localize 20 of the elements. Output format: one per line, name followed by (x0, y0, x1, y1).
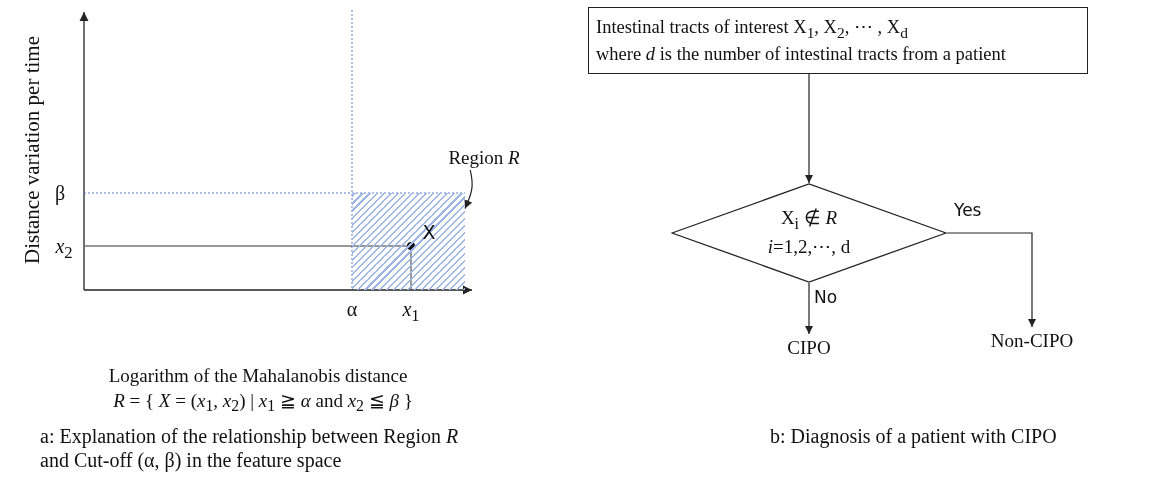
axis-title: Distance variation per time (20, 36, 46, 264)
axis-label: α (346, 297, 358, 321)
axis-label: x$_{1}$ (402, 296, 420, 326)
node-label: CIPO (787, 335, 831, 360)
process-box (588, 7, 1088, 74)
axis-label: β (54, 181, 66, 205)
node-label: Non-CIPO (990, 328, 1074, 353)
axis-title: Logarithm of the Mahalanobis distance (108, 364, 408, 388)
node-label: Region R (448, 145, 520, 170)
node-text: where d is the number of intestinal tracts from a patient (596, 43, 1006, 67)
hatched-region (352, 193, 465, 290)
caption: a: Explanation of the relationship between Region R and Cut-off (α, β) in the feature space (40, 424, 460, 472)
axis-label: x$_{2}$ (55, 233, 73, 263)
node-text: X$_{i}$ ∉ R (780, 206, 838, 235)
node-text: i=1,2,⋯, d (767, 234, 851, 259)
axis-label: X (422, 220, 436, 244)
node-text: Intestinal tracts of interest X$_{1}$, X$_{2}$, ⋯ , X$_{d}$ (596, 15, 908, 43)
decision-diamond (671, 183, 947, 283)
formula: R = { X = (x$_{1}$, x$_{2}$) | x$_{1}$ ≧ α and x$_{2}$ ≦ β } (113, 389, 413, 417)
caption: b: Diagnosis of a patient with CIPO (770, 424, 1057, 448)
